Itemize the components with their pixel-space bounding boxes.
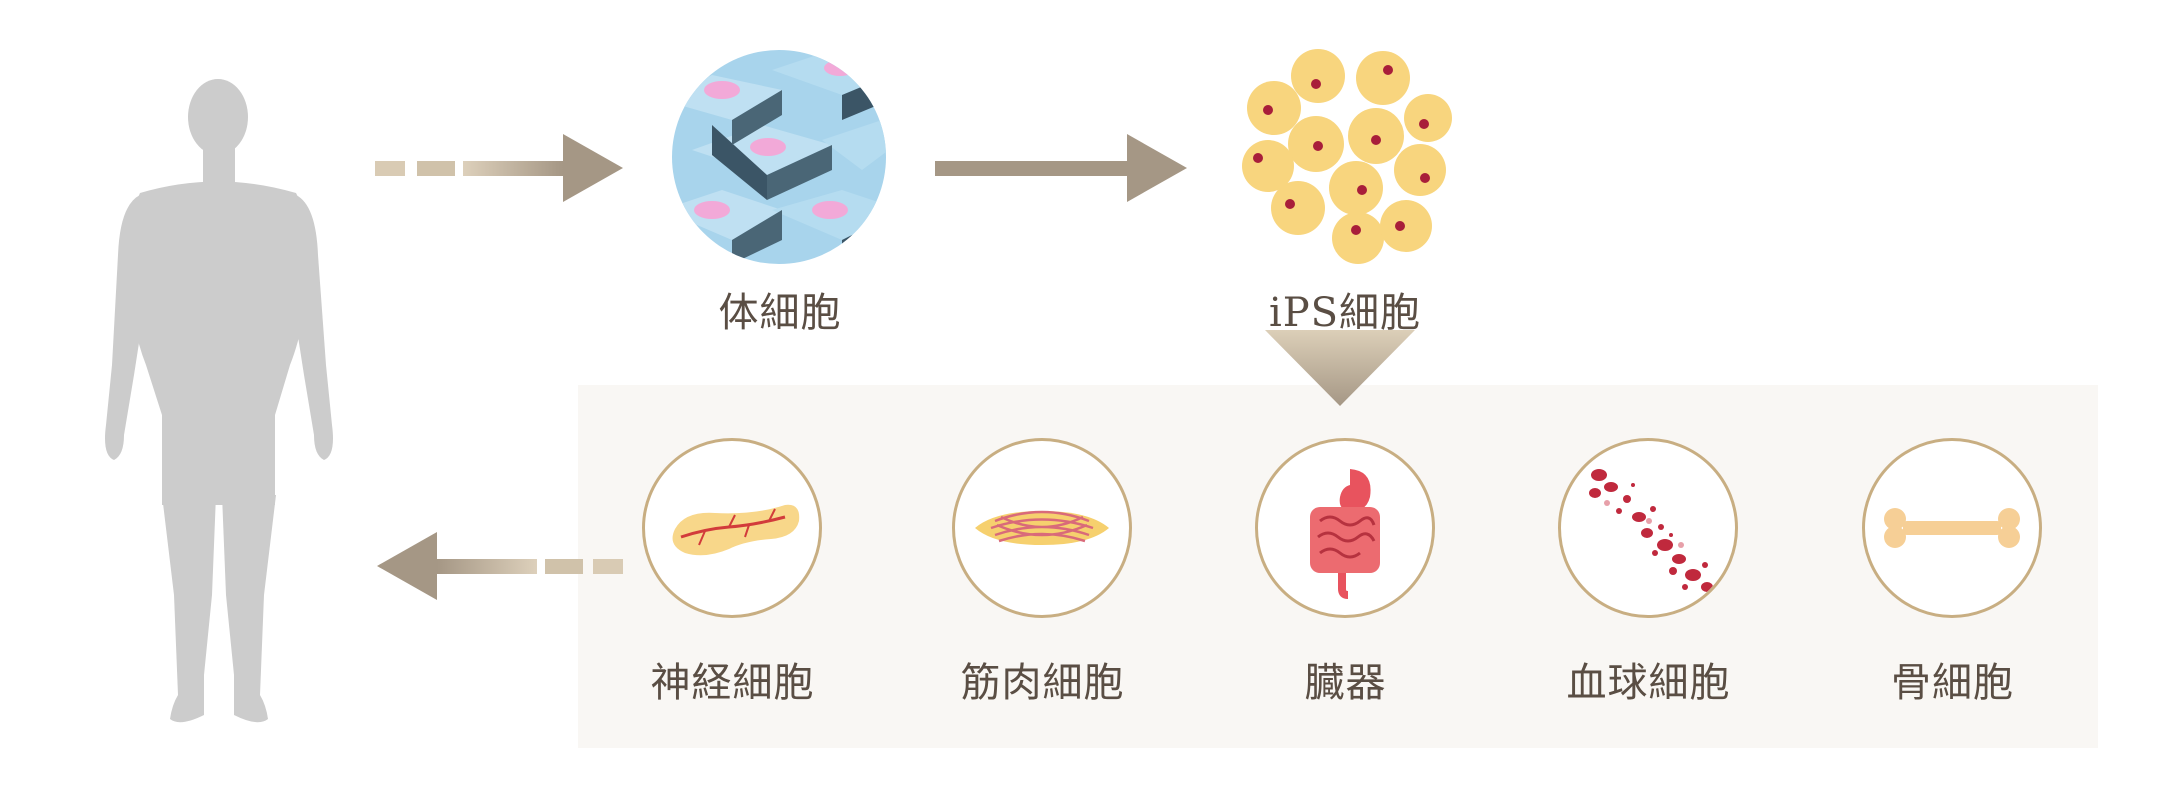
somatic-cell-label: 体細胞 xyxy=(718,290,842,336)
muscle-icon xyxy=(975,510,1109,545)
arrow-human-to-somatic xyxy=(375,134,623,202)
ips-cell-label: iPS細胞 xyxy=(1268,290,1422,336)
blood-cell-circle xyxy=(1558,438,1738,618)
arrow-cells-to-human xyxy=(377,532,623,600)
nerve-cell-label: 神経細胞 xyxy=(650,660,815,706)
muscle-cell-circle xyxy=(952,438,1132,618)
blood-cells-icon xyxy=(1589,469,1713,592)
pancreas-icon xyxy=(672,504,800,556)
intestine-icon xyxy=(1310,469,1380,599)
organ-label: 臓器 xyxy=(1304,660,1387,706)
ips-cell-image xyxy=(1242,49,1452,264)
bone-icon xyxy=(1884,508,2020,548)
somatic-cell-image xyxy=(672,50,886,264)
organ-circle xyxy=(1255,438,1435,618)
arrow-somatic-to-ips xyxy=(935,134,1187,202)
bone-cell-label: 骨細胞 xyxy=(1891,660,2014,706)
nerve-cell-circle xyxy=(642,438,822,618)
arrow-ips-down xyxy=(1265,330,1415,406)
bone-cell-circle xyxy=(1862,438,2042,618)
muscle-cell-label: 筋肉細胞 xyxy=(960,660,1125,706)
blood-cell-label: 血球細胞 xyxy=(1566,660,1731,706)
human-silhouette xyxy=(105,79,333,723)
